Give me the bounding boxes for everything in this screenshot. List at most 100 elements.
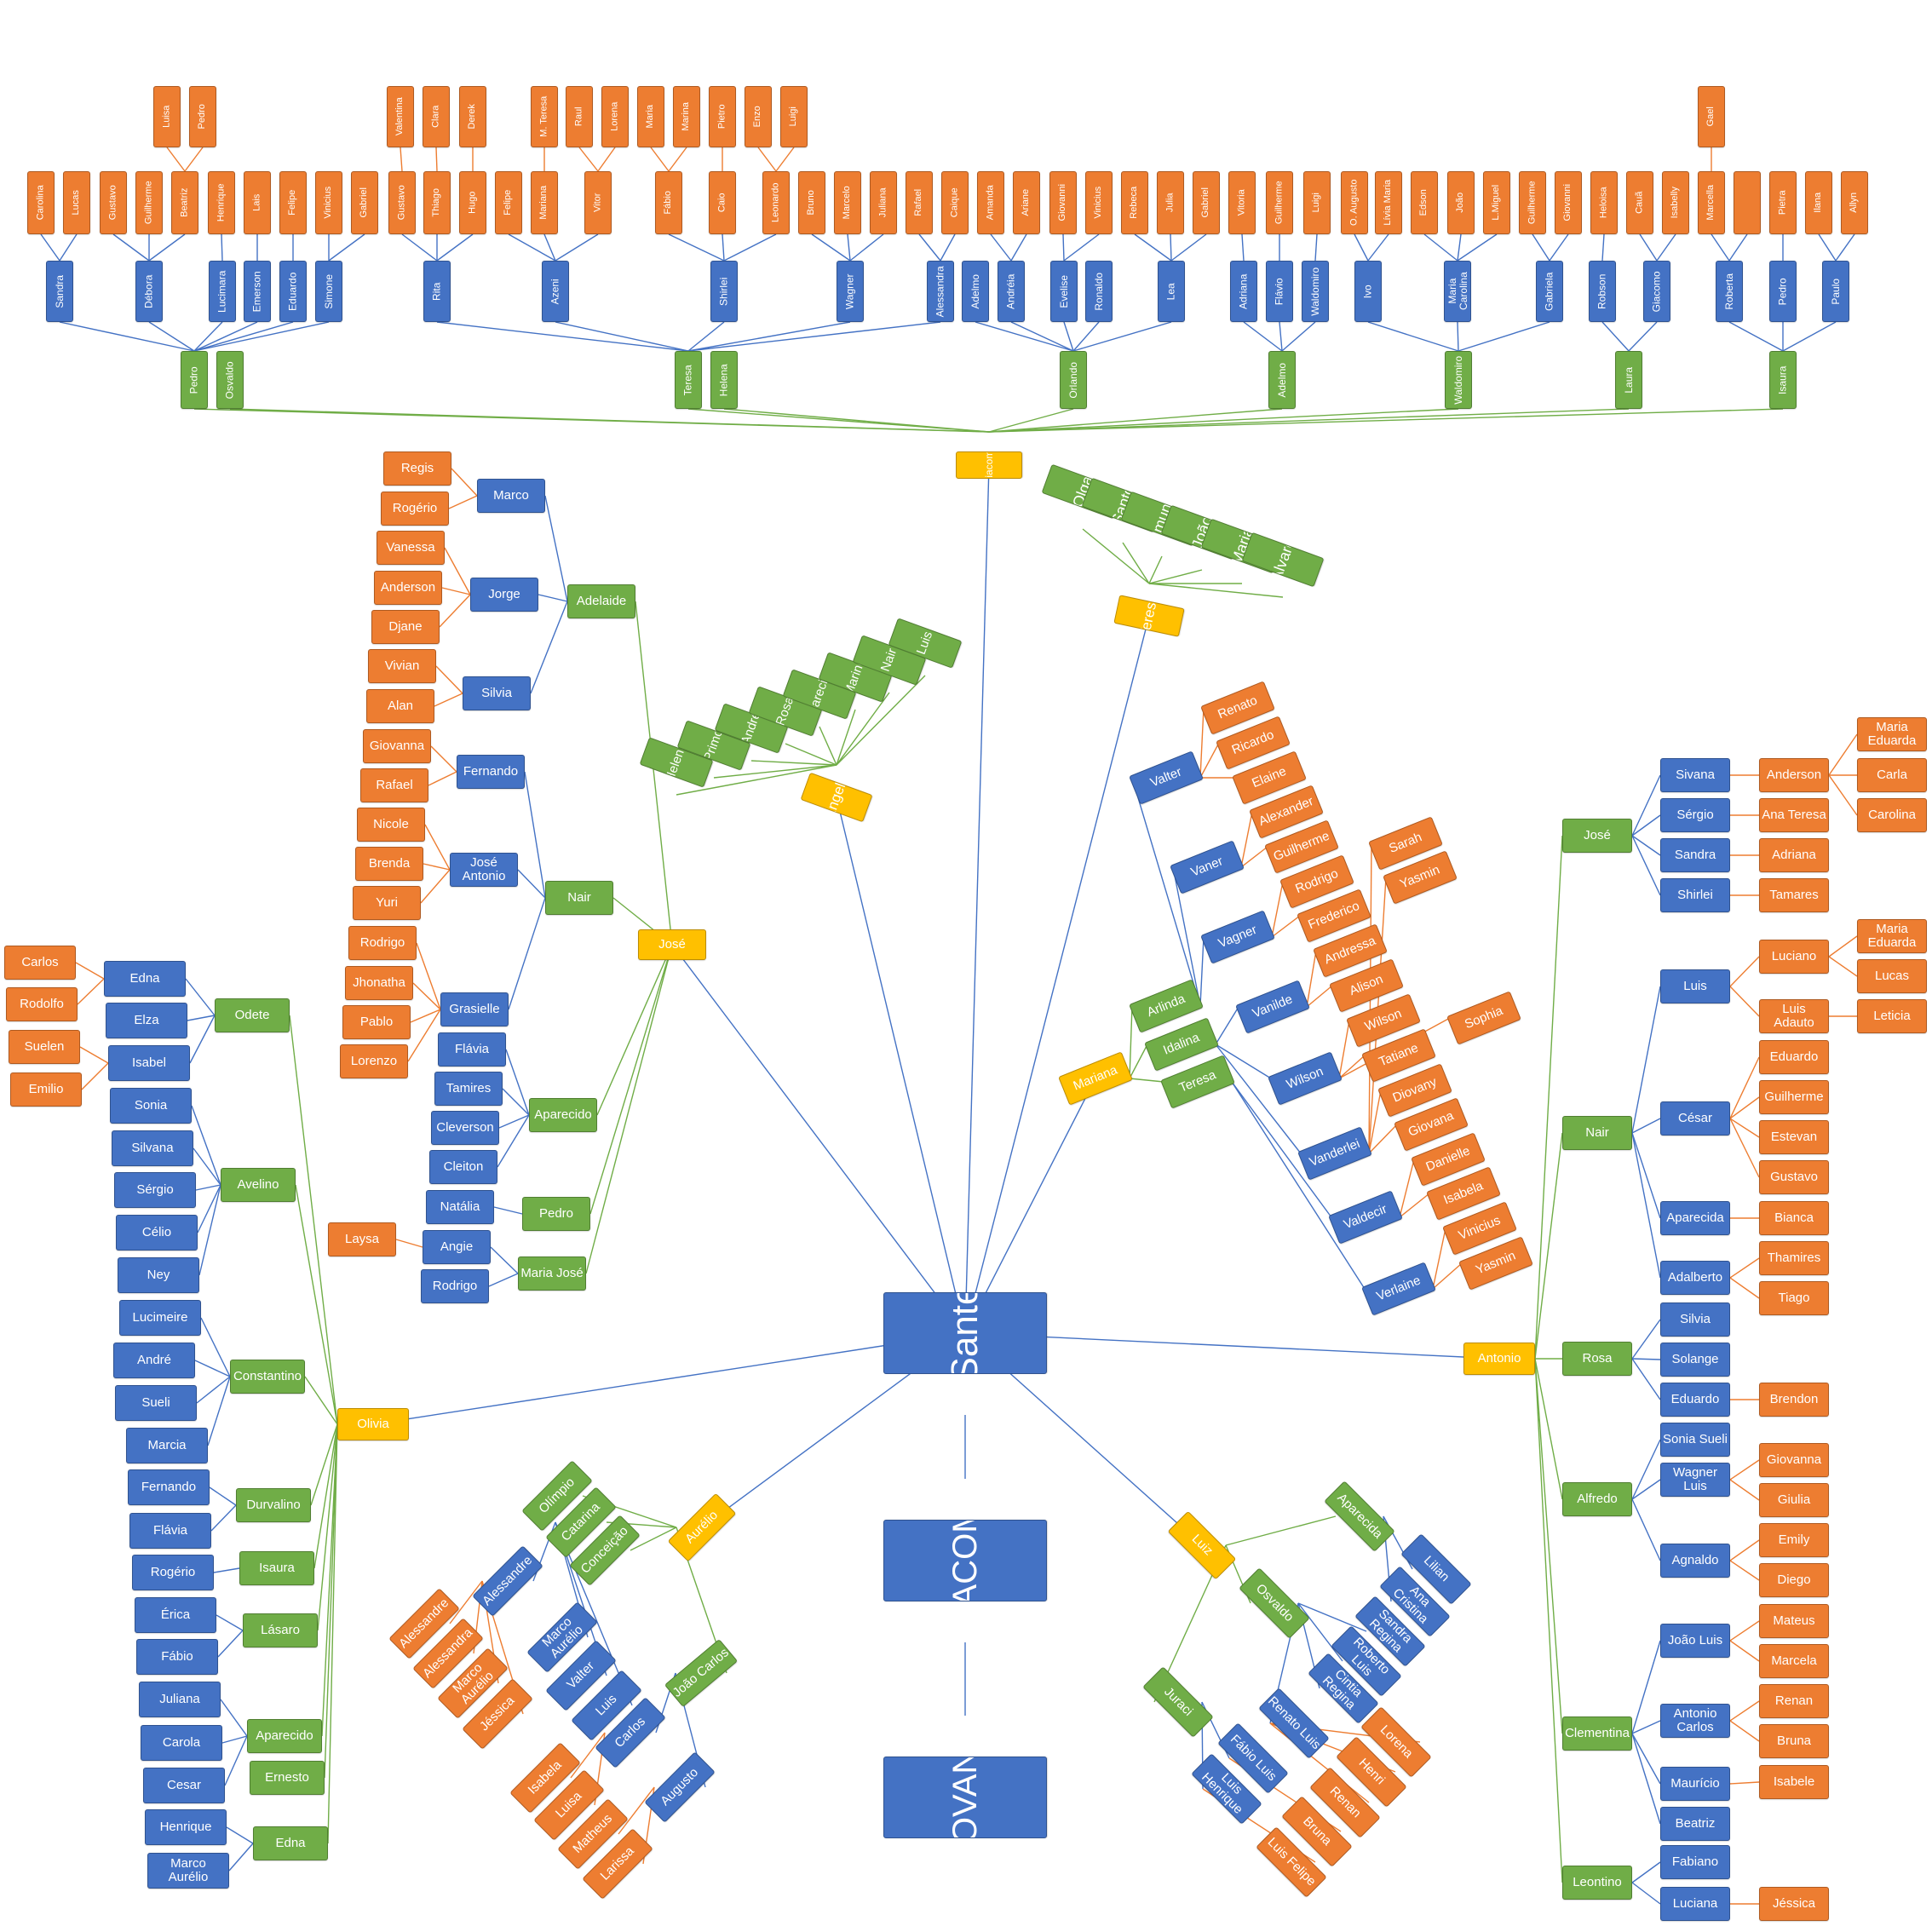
person-name: Valter: [1148, 764, 1184, 791]
person-name: Guilherme: [143, 181, 154, 225]
node-n3_14-giovanna: Giovanna: [1759, 1443, 1829, 1477]
node-nt4-clementina: Clementina: [1562, 1716, 1632, 1751]
node-oc4-isaura: Isaura: [239, 1551, 314, 1585]
connector-line: [1729, 1539, 1760, 1561]
node-j2_9-cleiton: Cleiton: [429, 1150, 497, 1184]
node-tc2-teresa: Teresa: [675, 351, 702, 409]
person-name: Beatriz: [179, 187, 190, 218]
person-name: Maria Eduarda: [1867, 720, 1917, 748]
person-name: Leticia: [1873, 1009, 1911, 1024]
node-t3_9-gabriel: Gabriel: [351, 171, 378, 234]
node-j3_12-rodrigo: Rodrigo: [348, 926, 417, 960]
connector-line: [1728, 321, 1784, 352]
node-t3_11-thiago: Thiago: [423, 171, 451, 234]
node-n4_2-carolina: Carolina: [1857, 798, 1927, 832]
person-name: Pedro: [538, 1206, 574, 1222]
person-name: Ronaldo: [1092, 272, 1105, 311]
connector-line: [1457, 233, 1462, 262]
person-name: Luciano: [1771, 949, 1817, 964]
node-o2_2-isabel: Isabel: [108, 1045, 190, 1081]
person-name: Eduardo: [1670, 1392, 1720, 1407]
person-name: Vinicius: [1093, 187, 1104, 219]
person-name: Sonia Sueli: [1663, 1432, 1728, 1447]
person-name: Edna: [129, 971, 160, 986]
connector-line: [185, 978, 216, 1016]
node-t3_34-o-augusto: O. Augusto: [1341, 171, 1368, 234]
person-name: Frederico: [1306, 898, 1362, 933]
connector-line: [193, 321, 223, 352]
person-name: Felipe: [287, 190, 298, 216]
connector-line: [1729, 986, 1760, 1017]
person-name: Juliana: [159, 1692, 200, 1707]
node-j3_10-brenda: Brenda: [355, 847, 423, 881]
person-name: Estevan: [1770, 1130, 1818, 1145]
person-name: Luis: [592, 1691, 620, 1719]
person-name: Alessandra: [934, 265, 946, 318]
connector-line: [785, 743, 837, 766]
connector-line: [819, 726, 837, 766]
node-j2_2-silvia: Silvia: [463, 676, 531, 710]
connector-line: [224, 1735, 248, 1786]
person-name: Wagner: [843, 273, 856, 309]
person-name: Ariane: [1021, 189, 1032, 216]
connector-line: [1199, 936, 1205, 1007]
person-name: Guilherme: [1764, 1090, 1824, 1105]
person-name: Silvana: [131, 1141, 174, 1156]
connector-line: [327, 1423, 338, 1844]
person-name: José: [1584, 828, 1611, 843]
node-b_mariana-mariana: Mariana: [1058, 1051, 1133, 1106]
person-name: Gustavo: [396, 185, 407, 221]
node-t3_45-blank: [1734, 171, 1761, 234]
node-t3_29-julia: Julia: [1157, 171, 1184, 234]
person-name: Brenda: [368, 856, 411, 871]
connector-line: [1215, 1044, 1302, 1154]
connector-line: [1010, 233, 1027, 262]
connector-line: [1062, 233, 1065, 262]
connector-line: [1631, 835, 1661, 856]
person-name: Helena: [717, 363, 730, 397]
connector-line: [964, 1332, 1500, 1360]
person-name: Shirlei: [717, 277, 730, 306]
person-name: Thamires: [1767, 1251, 1821, 1266]
connector-line: [112, 233, 150, 262]
connector-line: [1306, 985, 1333, 1008]
connector-line: [1728, 233, 1748, 262]
person-name: Matheus: [570, 1811, 616, 1857]
connector-line: [757, 147, 777, 172]
person-name: Danielle: [1423, 1143, 1473, 1175]
person-name: Jéssica: [477, 1693, 518, 1734]
person-name: Lea: [1164, 282, 1177, 301]
node-o2_7-ney: Ney: [118, 1257, 199, 1293]
person-name: Ana Teresa: [1762, 808, 1826, 823]
node-n2_13-agnaldo: Agnaldo: [1660, 1544, 1730, 1578]
node-t4_2-valentina: Valentina: [387, 86, 414, 147]
person-name: Yasmin: [1474, 1248, 1518, 1278]
connector-line: [428, 771, 457, 786]
connector-line: [1240, 846, 1268, 868]
node-j3_13-jhonatha: Jhonatha: [345, 966, 413, 1000]
connector-line: [1631, 1733, 1661, 1825]
node-a2_5-augusto: Augusto: [644, 1751, 716, 1823]
person-name: Djane: [388, 619, 423, 635]
connector-line: [635, 601, 673, 946]
person-name: Idalina: [1161, 1030, 1202, 1058]
connector-line: [990, 233, 1012, 262]
node-m2_7-verlaine: Verlaine: [1361, 1262, 1436, 1316]
node-giovanniB-giovanni: GIOVANNI: [883, 1757, 1047, 1838]
connector-line: [1729, 1781, 1760, 1785]
person-name: Gabriela: [1543, 272, 1555, 311]
node-jc4-maria-jose: Maria José: [518, 1256, 586, 1291]
person-name: Elaine: [1250, 763, 1289, 791]
node-t3_31-vitoria: Vitoria: [1228, 171, 1256, 234]
node-oc7-ernesto: Ernesto: [250, 1761, 325, 1795]
node-o2_16-fabio: Fábio: [136, 1639, 218, 1675]
connector-line: [1170, 233, 1172, 262]
connector-line: [1729, 1700, 1760, 1722]
person-name: Bruno: [806, 190, 817, 216]
node-t3_15-vitor: Vitor: [584, 171, 612, 234]
connector-line: [1828, 733, 1858, 776]
node-tc4-orlando: Orlando: [1060, 351, 1087, 409]
person-name: Juraci: [1161, 1684, 1196, 1719]
node-t2_10-alessandra: Alessandra: [927, 261, 954, 322]
person-name: Rodrigo: [1293, 865, 1341, 897]
